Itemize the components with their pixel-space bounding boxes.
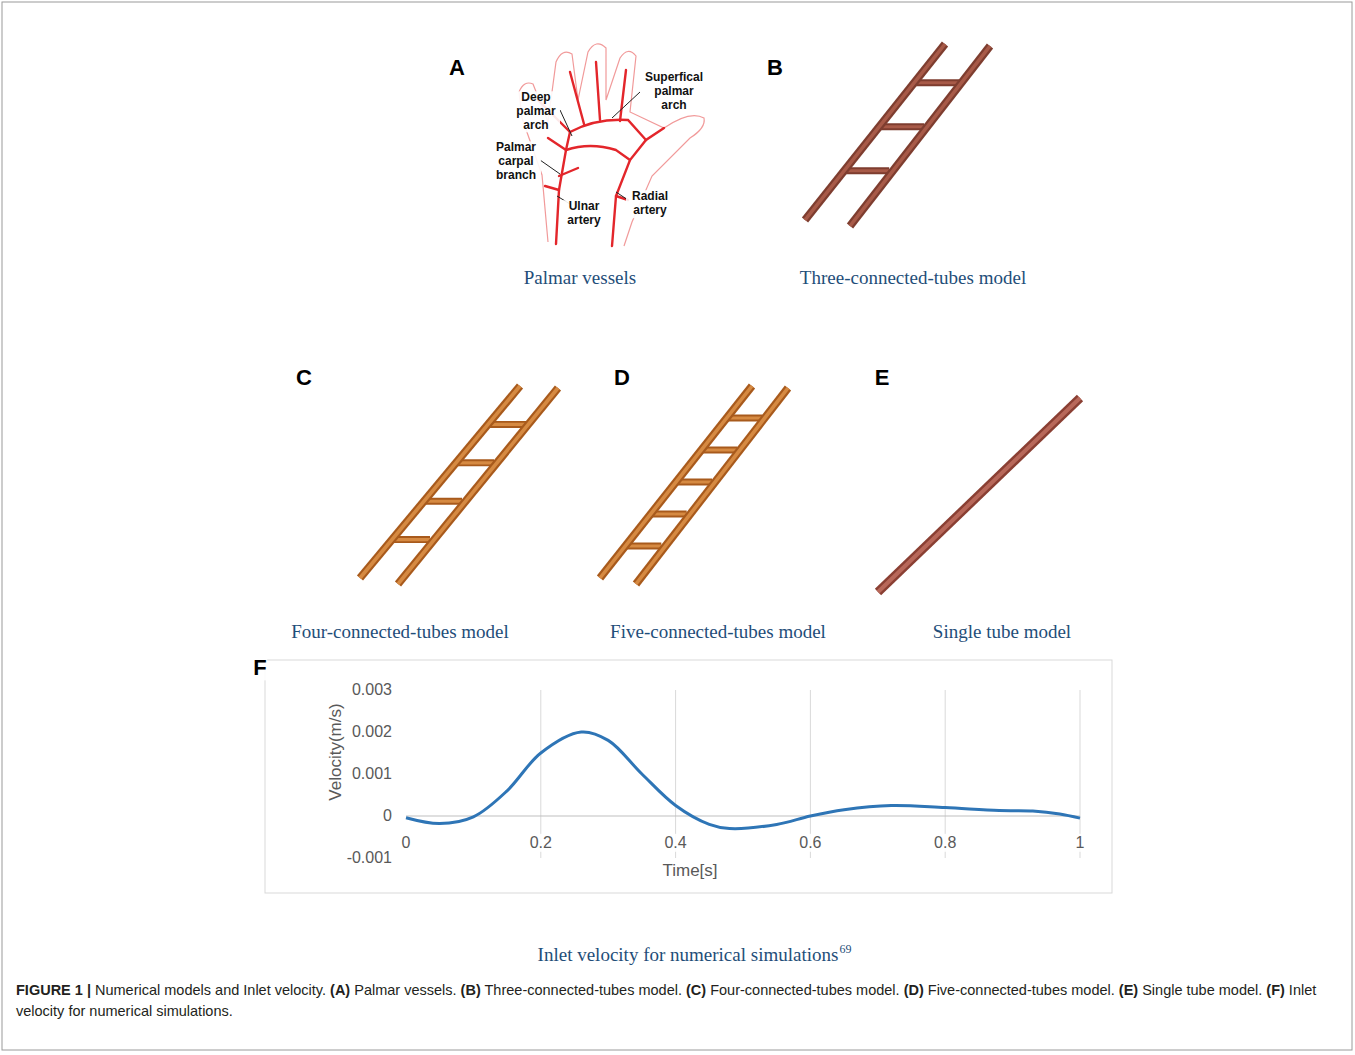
caption-part: (A) (330, 982, 350, 998)
tube-edge (878, 398, 1080, 592)
axis-title: Velocity(m/s) (326, 703, 346, 800)
artery (559, 168, 578, 176)
tube-core (844, 169, 889, 172)
caption-part: (D) (904, 982, 924, 998)
artery (596, 62, 600, 120)
artery (566, 146, 630, 160)
citation-number: 69 (839, 943, 851, 957)
chart-frame (265, 660, 1112, 893)
tube-model (878, 398, 1080, 592)
tube-core (600, 386, 752, 578)
grid-line (1080, 690, 1081, 858)
panel-title: Four-connected-tubes model (291, 621, 509, 643)
tick-label: 0.6 (798, 834, 822, 852)
tick-label: 0.2 (529, 834, 553, 852)
tube-edge (360, 386, 520, 578)
panel-letter: C (295, 365, 313, 390)
artery (545, 186, 559, 190)
tube-model (360, 386, 558, 584)
caption-part: Single tube model. (1138, 982, 1266, 998)
artery (620, 70, 626, 121)
grid-line (945, 690, 946, 858)
anatomy-label: Radial artery (626, 190, 674, 218)
tick-label: 0 (383, 807, 392, 825)
panel-title: Single tube model (933, 621, 1071, 643)
tick-label: -0.001 (347, 849, 392, 867)
tube-model (805, 44, 990, 226)
panel-title: Palmar vessels (524, 267, 636, 289)
panel-letter: F (252, 655, 267, 680)
panel-letter: D (613, 365, 631, 390)
panel-title: Three-connected-tubes model (800, 267, 1026, 289)
panel-letter: B (766, 55, 784, 80)
artery (570, 72, 584, 124)
panel-letter: A (448, 55, 466, 80)
tube-core (878, 398, 1080, 592)
caption-part: (F) (1266, 982, 1285, 998)
tube-core (360, 386, 520, 578)
tube-core (398, 388, 558, 584)
tube-core (914, 81, 959, 84)
caption-part: Five-connected-tubes model. (924, 982, 1119, 998)
anatomy-label: Superfical palmar arch (640, 71, 708, 112)
tick-label: 0.001 (352, 765, 392, 783)
tick-label: 1 (1075, 834, 1086, 852)
axis-title: Time[s] (662, 861, 717, 881)
leader-line (540, 160, 560, 174)
tube-edge (600, 386, 752, 578)
panel-title: Five-connected-tubes model (610, 621, 826, 643)
caption-part: Three-connected-tubes model. (481, 982, 686, 998)
tube-edge (850, 46, 990, 226)
tick-label: 0.8 (933, 834, 957, 852)
artery (570, 120, 646, 140)
caption-part: Palmar vessels. (350, 982, 460, 998)
tube-model (600, 386, 788, 584)
caption-part: FIGURE 1 | (16, 982, 91, 998)
grid-line (540, 690, 541, 858)
tube-edge (636, 388, 788, 584)
tick-label: 0.003 (352, 681, 392, 699)
tube-core (636, 388, 788, 584)
anatomy-label: Ulnar artery (561, 200, 607, 228)
tick-label: 0 (401, 834, 412, 852)
leader-line (560, 110, 572, 136)
caption-part: (C) (686, 982, 706, 998)
tick-label: 0.4 (663, 834, 687, 852)
velocity-curve (406, 732, 1080, 829)
tube-core (850, 46, 990, 226)
zero-axis (406, 816, 1080, 817)
panel-letter: E (874, 365, 891, 390)
anatomy-label: Deep palmar arch (512, 91, 560, 132)
leader-line (612, 92, 640, 118)
caption-part: (E) (1119, 982, 1138, 998)
caption-part: Numerical models and Inlet velocity. (91, 982, 330, 998)
anatomy-label: Palmar carpal branch (491, 141, 541, 182)
artery (612, 128, 664, 246)
caption-part: Four-connected-tubes model. (706, 982, 903, 998)
tick-label: 0.002 (352, 723, 392, 741)
panel-title: Inlet velocity for numerical simulations (538, 944, 839, 966)
tube-core (879, 125, 924, 128)
caption-part: (B) (461, 982, 481, 998)
artery (548, 138, 566, 150)
figure-caption: FIGURE 1 | Numerical models and Inlet ve… (16, 980, 1336, 1022)
grid-line (810, 690, 811, 858)
grid-line (675, 690, 676, 858)
tube-edge (398, 388, 558, 584)
